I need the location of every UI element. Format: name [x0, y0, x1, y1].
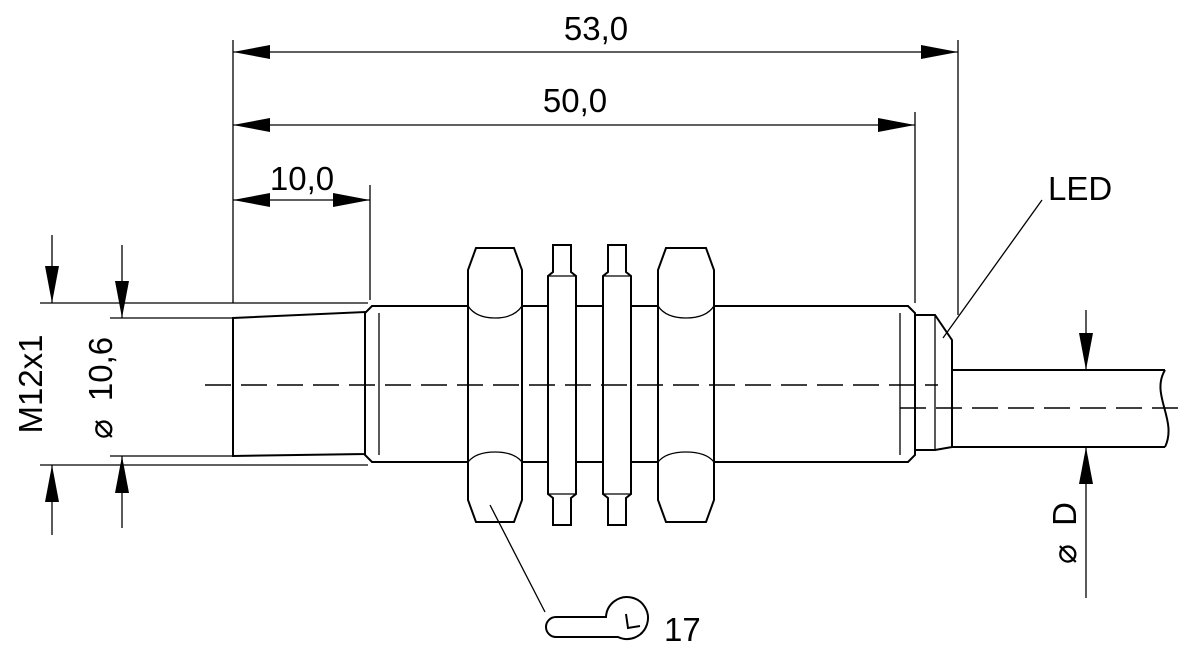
washer-1: [547, 244, 577, 526]
dimension-face-length: 10,0: [233, 160, 370, 207]
dimension-face-diameter: ⌀ 10,6: [82, 245, 129, 528]
thread-label: M12x1: [12, 334, 49, 433]
face-diameter-label: 10,6: [82, 337, 119, 401]
diameter-symbol-cable: ⌀: [1046, 544, 1083, 564]
led-callout: LED: [942, 170, 1112, 339]
wrench-size-label: 17: [664, 611, 701, 648]
body-length-label: 50,0: [543, 82, 607, 119]
cable-diameter-label: D: [1046, 502, 1083, 526]
dimension-overall-length: 53,0: [233, 10, 958, 59]
led-label: LED: [1048, 170, 1112, 207]
diameter-symbol: ⌀: [82, 419, 119, 439]
overall-length-label: 53,0: [564, 10, 628, 47]
dimension-body-length: 50,0: [233, 82, 915, 132]
dimension-thread: M12x1: [12, 235, 59, 535]
sensor-body: [232, 305, 1170, 463]
dimension-cable-diameter: ⌀ D: [1046, 310, 1093, 598]
wrench-callout: 17: [489, 504, 701, 648]
open-end-wrench-icon: [545, 596, 649, 640]
face-length-label: 10,0: [270, 160, 334, 197]
extension-lines: [40, 40, 1130, 466]
